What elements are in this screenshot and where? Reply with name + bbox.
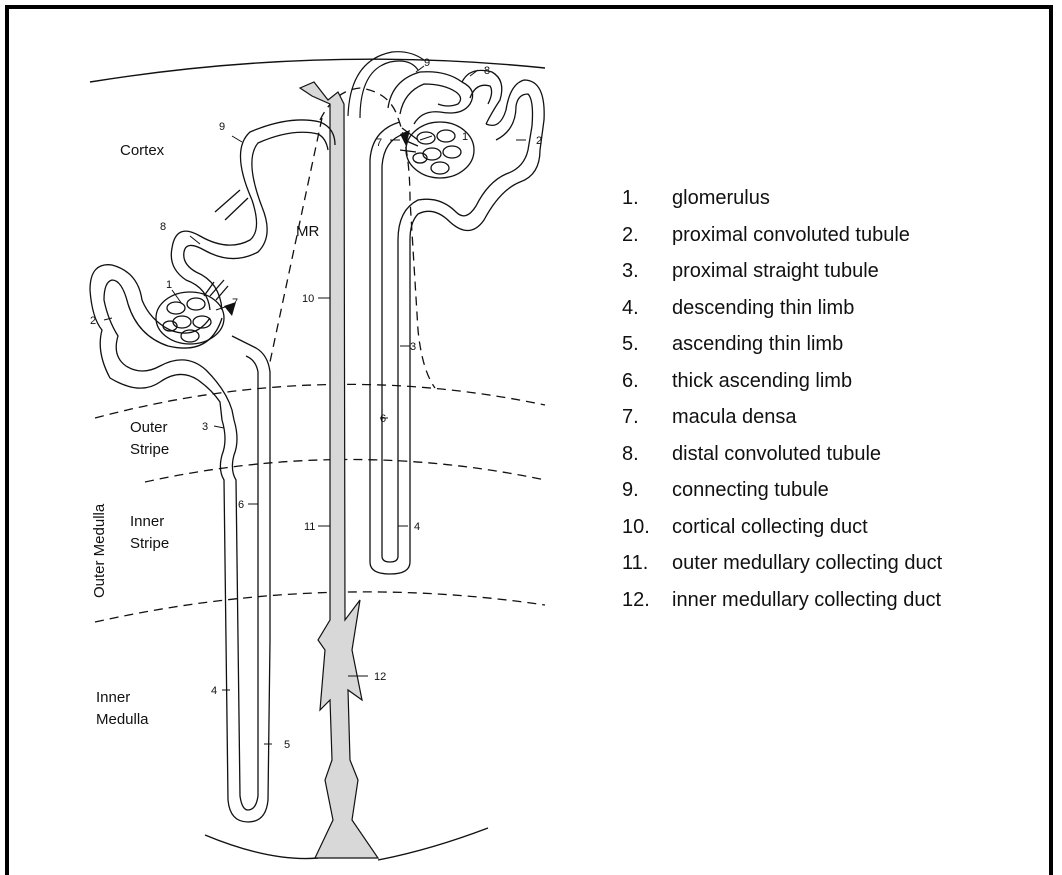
legend-number: 11. [622, 545, 672, 582]
callout-1-right: 1 [462, 131, 468, 143]
callout-5-left: 5 [284, 739, 290, 751]
inner-medulla-label-line2: Medulla [96, 711, 149, 728]
outer-inner-medulla-boundary [95, 592, 545, 622]
legend-item: 1.glomerulus [622, 180, 1052, 217]
legend-label: thick ascending limb [672, 370, 852, 392]
callout-7-left: 7 [232, 297, 238, 309]
callout-12: 12 [374, 671, 386, 683]
legend-item: 4.descending thin limb [622, 290, 1052, 327]
legend-item: 5.ascending thin limb [622, 326, 1052, 363]
legend-label: connecting tubule [672, 479, 829, 501]
outer-stripe-label-line1: Outer [130, 419, 168, 436]
callout-4-right: 4 [414, 521, 420, 533]
callout-8-left: 8 [160, 221, 166, 233]
callout-6-right: 6 [380, 413, 386, 425]
legend-number: 5. [622, 326, 672, 363]
legend-label: inner medullary collecting duct [672, 589, 941, 611]
callout-3-right: 3 [410, 341, 416, 353]
legend-item: 6.thick ascending limb [622, 363, 1052, 400]
papilla-bottom-line [205, 835, 318, 859]
legend-label: distal convoluted tubule [672, 443, 881, 465]
legend-item: 11.outer medullary collecting duct [622, 545, 1052, 582]
outer-medulla-label: Outer Medulla [91, 503, 108, 598]
callout-1-left: 1 [166, 279, 172, 291]
callout-3-left: 3 [202, 421, 208, 433]
legend-item: 9.connecting tubule [622, 472, 1052, 509]
callout-2-left: 2 [90, 315, 96, 327]
legend-number: 8. [622, 436, 672, 473]
legend-list: 1.glomerulus 2.proximal convoluted tubul… [622, 180, 1052, 618]
legend-label: cortical collecting duct [672, 516, 868, 538]
legend-number: 4. [622, 290, 672, 327]
legend-number: 9. [622, 472, 672, 509]
legend-item: 12.inner medullary collecting duct [622, 582, 1052, 619]
legend-item: 7.macula densa [622, 399, 1052, 436]
legend-number: 12. [622, 582, 672, 619]
callout-9-left: 9 [219, 121, 225, 133]
inner-medulla-label-line1: Inner [96, 689, 130, 706]
cortex-medulla-boundary [95, 384, 545, 418]
medullary-ray-left-border [270, 118, 322, 362]
legend-label: descending thin limb [672, 297, 854, 319]
callout-9-right: 9 [424, 57, 430, 69]
legend-number: 7. [622, 399, 672, 436]
callout-6-left: 6 [238, 499, 244, 511]
legend-label: proximal convoluted tubule [672, 224, 910, 246]
legend-item: 10.cortical collecting duct [622, 509, 1052, 546]
papilla-bottom-line-right [378, 828, 488, 860]
callout-11: 11 [304, 521, 315, 533]
callout-7-right: 7 [376, 137, 382, 149]
collecting-duct [300, 82, 378, 858]
short-nephron [370, 70, 544, 574]
legend-label: glomerulus [672, 187, 770, 209]
callout-leaders [104, 66, 526, 744]
outer-stripe-label-line2: Stripe [130, 441, 169, 458]
legend-label: proximal straight tubule [672, 260, 879, 282]
legend-number: 1. [622, 180, 672, 217]
callout-8-right: 8 [484, 65, 490, 77]
medullary-ray-right-border [398, 118, 435, 388]
inner-stripe-label-line2: Stripe [130, 535, 169, 552]
inner-stripe-label-line1: Inner [130, 513, 164, 530]
legend-item: 3.proximal straight tubule [622, 253, 1052, 290]
legend-number: 2. [622, 217, 672, 254]
legend-label: ascending thin limb [672, 333, 843, 355]
legend-number: 3. [622, 253, 672, 290]
legend-number: 10. [622, 509, 672, 546]
legend-number: 6. [622, 363, 672, 400]
medullary-ray-label: MR [296, 223, 319, 240]
callout-4-left: 4 [211, 685, 217, 697]
callout-2-right: 2 [536, 135, 542, 147]
cortex-label: Cortex [120, 142, 165, 159]
collecting-duct-branch-inner [348, 52, 424, 116]
callout-10: 10 [302, 293, 314, 305]
legend-label: outer medullary collecting duct [672, 552, 942, 574]
legend-item: 2.proximal convoluted tubule [622, 217, 1052, 254]
legend-item: 8.distal convoluted tubule [622, 436, 1052, 473]
legend-label: macula densa [672, 406, 797, 428]
